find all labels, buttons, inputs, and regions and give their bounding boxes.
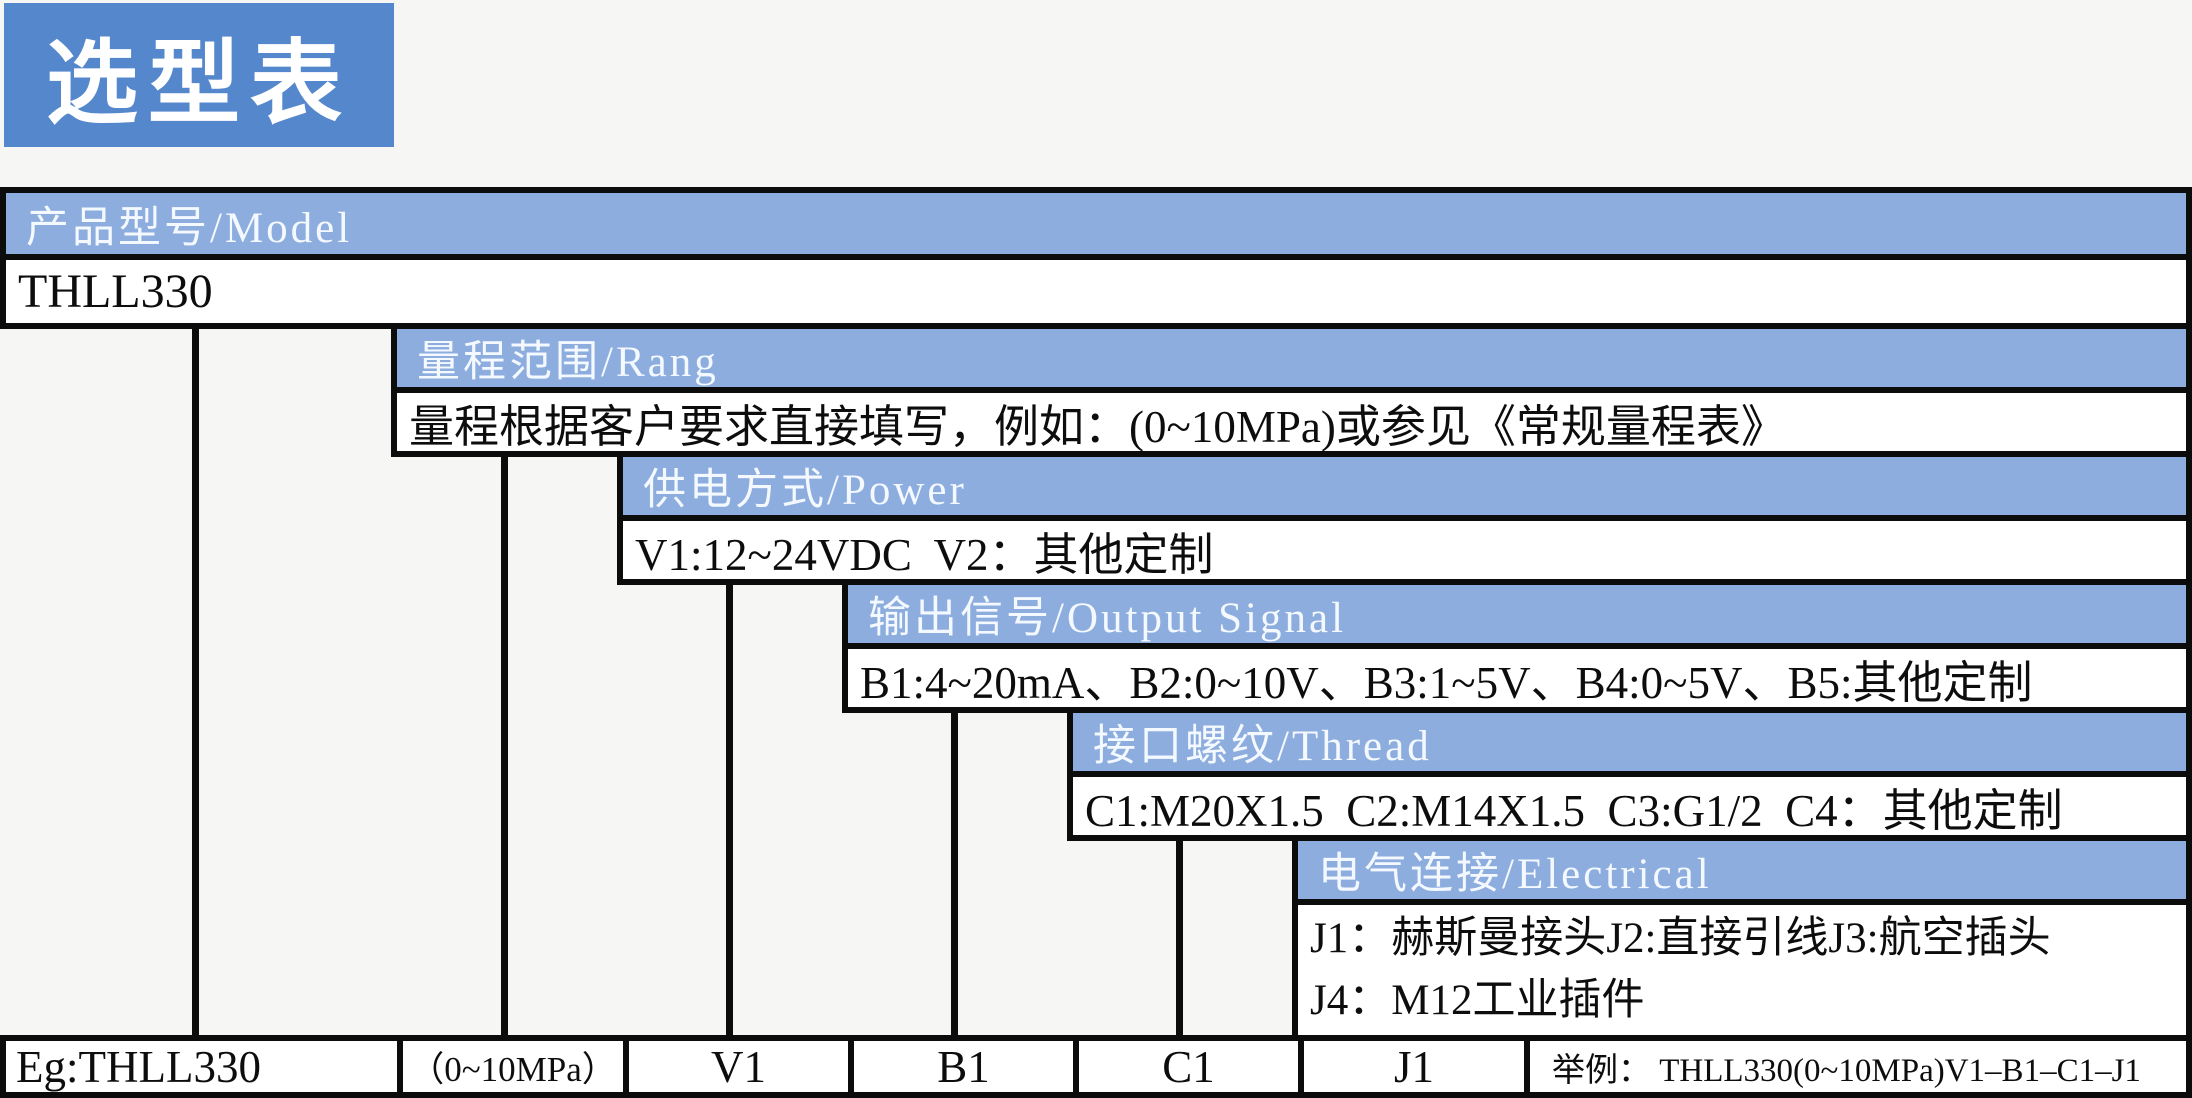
step-electrical-header: 电气连接/Electrical bbox=[1292, 835, 2192, 905]
example-cell-range: （0~10MPa） bbox=[397, 1041, 623, 1092]
example-cell-model: Eg:THLL330 bbox=[16, 1041, 261, 1092]
example-row: Eg:THLL330 （0~10MPa） V1 B1 C1 J1 举例： THL… bbox=[0, 1035, 2192, 1098]
step-thread-content: C1:M20X1.5 C2:M14X1.5 C3:G1/2 C4：其他定制 bbox=[1067, 771, 2192, 841]
electrical-option-line-1: J1：赫斯曼接头J2:直接引线J3:航空插头 bbox=[1310, 915, 2051, 962]
model-value: THLL330 bbox=[0, 254, 2192, 329]
connector-line-power bbox=[726, 579, 733, 1041]
connector-line-range bbox=[501, 451, 508, 1041]
connector-line-thread bbox=[1176, 835, 1183, 1041]
example-cell-full-code: 举例： THLL330(0~10MPa)V1–B1–C1–J1 bbox=[1524, 1041, 2186, 1092]
step-power-header: 供电方式/Power bbox=[617, 451, 2192, 521]
example-cell-electrical: J1 bbox=[1298, 1041, 1524, 1092]
page-title: 选型表 bbox=[4, 3, 394, 147]
example-cell-power: V1 bbox=[623, 1041, 848, 1092]
step-thread-header: 接口螺纹/Thread bbox=[1067, 707, 2192, 777]
step-output-signal-header: 输出信号/Output Signal bbox=[842, 579, 2192, 649]
connector-line-output bbox=[951, 707, 958, 1041]
step-output-signal-content: B1:4~20mA、B2:0~10V、B3:1~5V、B4:0~5V、B5:其他… bbox=[842, 643, 2192, 713]
electrical-option-line-2: J4：M12工业插件 bbox=[1310, 977, 1645, 1024]
step-power-content: V1:12~24VDC V2：其他定制 bbox=[617, 515, 2192, 585]
step-range-content: 量程根据客户要求直接填写，例如：(0~10MPa)或参见《常规量程表》 bbox=[391, 387, 2192, 457]
example-cell-thread: C1 bbox=[1073, 1041, 1298, 1092]
connector-line-model bbox=[192, 323, 199, 1041]
example-cell-output: B1 bbox=[848, 1041, 1073, 1092]
step-range-header: 量程范围/Rang bbox=[391, 323, 2192, 393]
model-header: 产品型号/Model bbox=[0, 187, 2192, 260]
step-electrical-content: J1：赫斯曼接头J2:直接引线J3:航空插头 J4：M12工业插件 bbox=[1292, 899, 2192, 1041]
